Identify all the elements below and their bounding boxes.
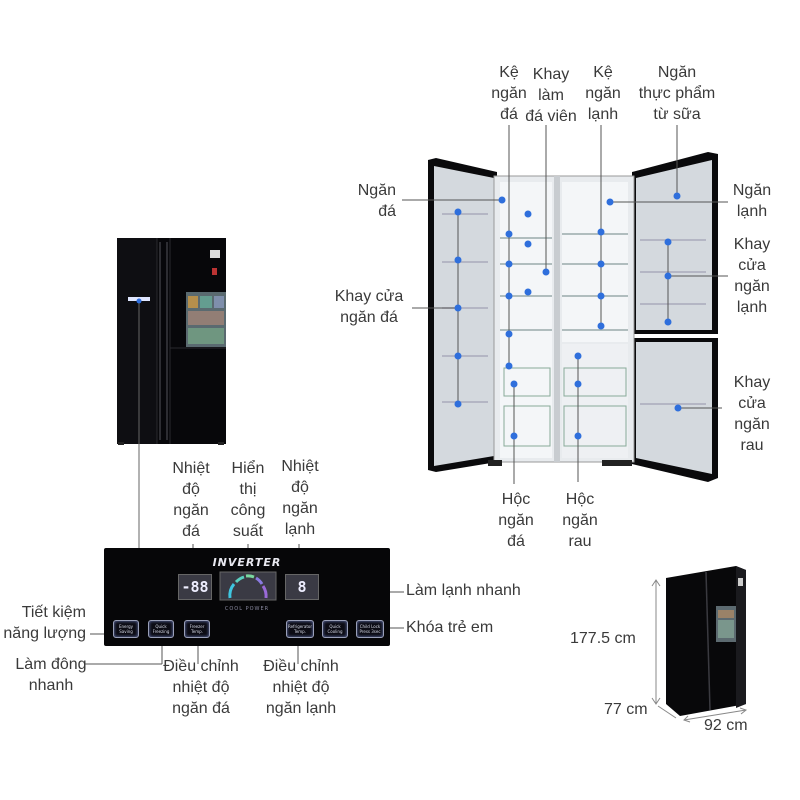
panel-subtitle: COOL POWER bbox=[224, 606, 270, 612]
energy-saving-button[interactable]: Energy Saving bbox=[113, 620, 139, 638]
fridge-dimension-view bbox=[666, 566, 746, 716]
label-lam-lanh-nhanh: Làm lạnh nhanh bbox=[406, 582, 521, 599]
dimension-height: 177.5 cm bbox=[570, 630, 636, 647]
label-hien-thi-cong-suat: Hiển thị công suất bbox=[230, 460, 266, 540]
child-lock-button[interactable]: Child Lock Press 3sec bbox=[356, 620, 384, 638]
label-nhiet-do-ngan-da: Nhiệt độ ngăn đá bbox=[172, 460, 210, 540]
label-ngan-thuc-pham-tu-sua: Ngăn thực phẩm từ sữa bbox=[638, 64, 716, 123]
label-khay-cua-ngan-da: Khay cửa ngăn đá bbox=[334, 288, 404, 326]
label-ngan-lanh: Ngăn lạnh bbox=[732, 182, 772, 220]
label-khay-cua-ngan-lanh: Khay cửa ngăn lạnh bbox=[733, 236, 771, 316]
refrigerator-temp-button[interactable]: Refrigerator Temp. bbox=[286, 620, 314, 638]
label-ngan-da: Ngăn đá bbox=[357, 182, 396, 220]
fridge-temp-display: 8 bbox=[285, 574, 319, 600]
interior-leader-lines bbox=[402, 125, 728, 484]
label-ke-ngan-da: Kệ ngăn đá bbox=[491, 64, 527, 123]
label-hoc-ngan-da: Hộc ngăn đá bbox=[498, 491, 534, 550]
dimension-depth: 77 cm bbox=[604, 701, 648, 718]
label-ke-ngan-lanh: Kệ ngăn lạnh bbox=[585, 64, 621, 123]
label-hoc-ngan-rau: Hộc ngăn rau bbox=[562, 491, 598, 550]
quick-cooling-button[interactable]: Quick Cooling bbox=[322, 620, 348, 638]
label-khay-cua-ngan-rau: Khay cửa ngăn rau bbox=[733, 374, 771, 454]
panel-marker bbox=[136, 298, 142, 304]
label-lam-dong-nhanh: Làm đông nhanh bbox=[15, 656, 87, 694]
fridge-front-view bbox=[117, 238, 226, 445]
dimension-lines bbox=[651, 579, 748, 723]
freezer-temp-display: -88 bbox=[178, 574, 212, 600]
dimension-width: 92 cm bbox=[704, 717, 748, 734]
freezer-temp-button[interactable]: Freezer Temp. bbox=[184, 620, 210, 638]
label-tiet-kiem-nang-luong: Tiết kiệm năng lượng bbox=[3, 604, 86, 642]
interior-markers bbox=[454, 192, 682, 440]
label-dieu-chinh-nhiet-do-ngan-da: Điều chỉnh nhiệt độ ngăn đá bbox=[163, 658, 239, 717]
label-khay-lam-da-vien: Khay làm đá viên bbox=[525, 66, 577, 125]
label-khoa-tre-em: Khóa trẻ em bbox=[406, 619, 494, 636]
label-nhiet-do-ngan-lanh: Nhiệt độ ngăn lạnh bbox=[281, 458, 319, 538]
label-dieu-chinh-nhiet-do-ngan-lanh: Điều chỉnh nhiệt độ ngăn lạnh bbox=[263, 658, 339, 717]
quick-freezing-button[interactable]: Quick Freezing bbox=[148, 620, 174, 638]
panel-brand: INVERTER bbox=[212, 556, 282, 569]
